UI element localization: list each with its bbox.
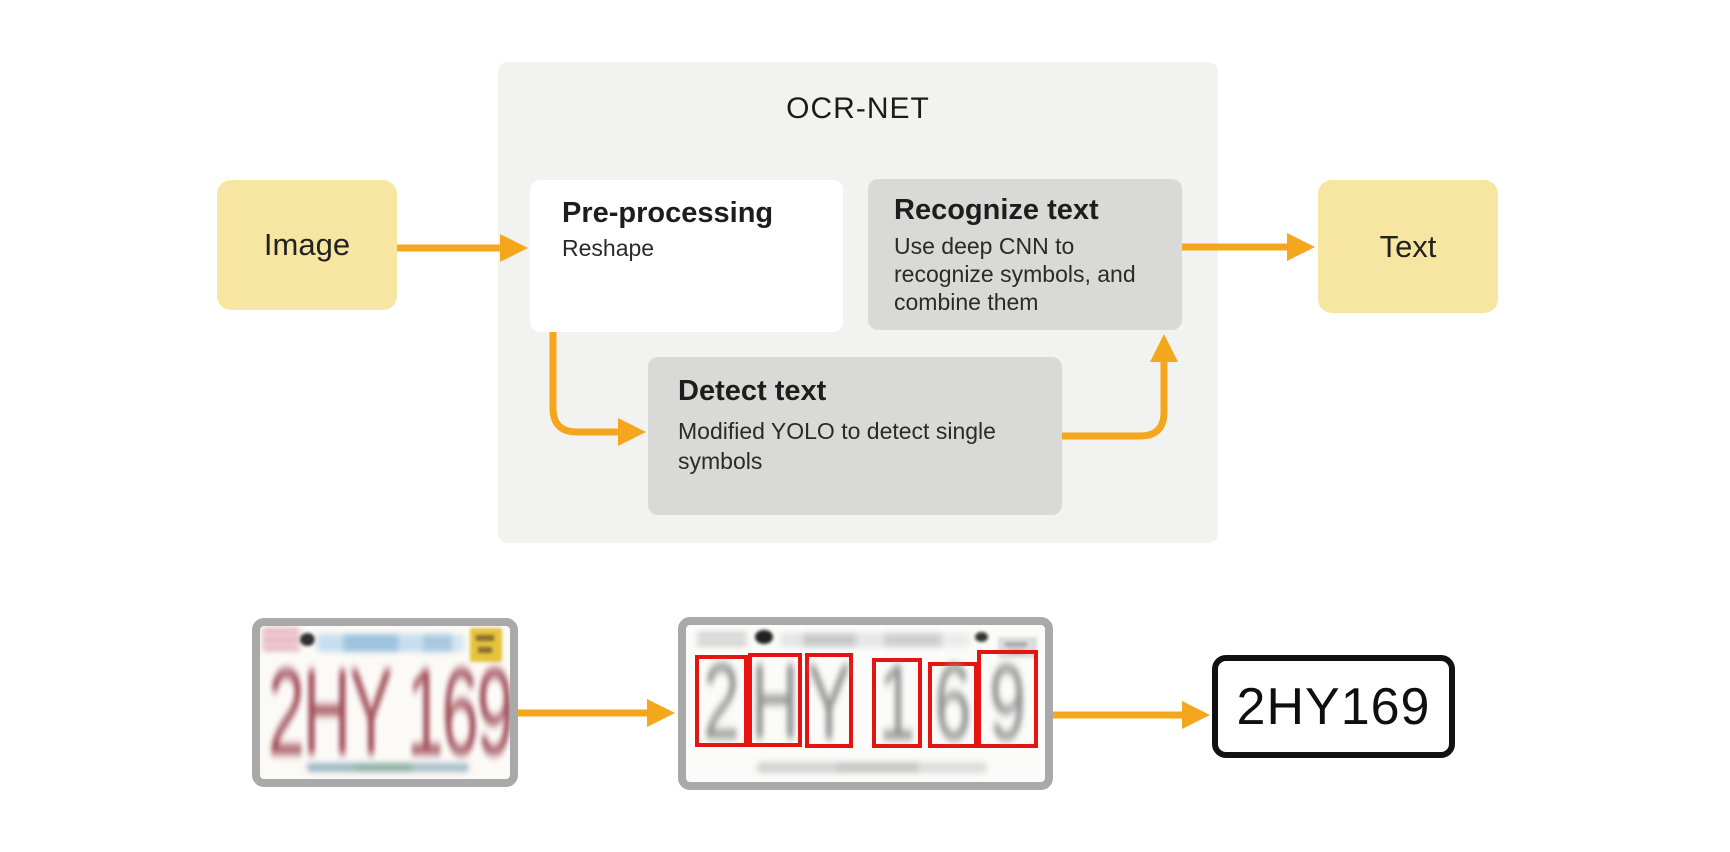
detected-char: 9 [989, 641, 1026, 762]
recognize-title: Recognize text [894, 194, 1099, 226]
plate-bottom-text-blur-gray [757, 762, 987, 773]
detection-box-char-1: 2 [695, 640, 748, 761]
detected-char: Y [806, 641, 852, 762]
input-plate-photo: 2HY 169 [252, 618, 518, 787]
detection-plate-photo: 2 H Y 1 6 9 [678, 617, 1053, 790]
preprocessing-subtitle: Reshape [562, 235, 655, 261]
detected-char: 2 [703, 640, 740, 761]
step-preprocessing-card: Pre-processing Reshape [530, 180, 843, 332]
step-recognize-card: Recognize text Use deep CNN to recognize… [868, 179, 1182, 330]
detection-box-char-4: 1 [872, 641, 922, 762]
sticker-mark [476, 635, 494, 641]
sticker-mark [478, 647, 492, 653]
plate-state-banner-blur-gray [780, 633, 970, 647]
plate-bolt-icon [755, 630, 773, 644]
plate-bolt-icon [975, 632, 988, 642]
step-detect-card: Detect text Modified YOLO to detect sing… [648, 357, 1062, 515]
plate-registration-text-blur [262, 628, 300, 651]
preprocessing-title: Pre-processing [562, 197, 774, 229]
detect-description: Modified YOLO to detect single symbols [678, 418, 996, 474]
plate-bolt-icon [300, 633, 315, 646]
detection-box-char-5: 6 [928, 641, 978, 762]
detected-char: 1 [878, 641, 916, 762]
detection-box-char-3: Y [805, 641, 853, 762]
recognized-text: 2HY169 [1236, 677, 1431, 736]
arrow-plate-to-detection [518, 699, 675, 727]
plate-number-text: 2HY 169 [268, 645, 512, 782]
input-image-label: Image [263, 227, 351, 262]
detection-box-char-2: H [748, 640, 802, 761]
recognized-text-box: 2HY169 [1212, 655, 1455, 758]
detected-char: H [751, 640, 799, 761]
sticker-mark [1005, 642, 1027, 647]
detect-title: Detect text [678, 375, 827, 407]
recognize-description: Use deep CNN to recognize symbols, and c… [894, 233, 1136, 315]
arrow-detection-to-result [1053, 701, 1210, 729]
input-image-node: Image [217, 180, 397, 310]
detection-box-char-6: 9 [977, 641, 1038, 762]
ocr-net-title: OCR-NET [786, 92, 930, 125]
plate-bottom-text-blur [307, 763, 469, 772]
plate-registration-sticker [470, 628, 502, 662]
plate-state-banner-blur [317, 634, 464, 652]
plate-registration-text-blur-gray [697, 632, 747, 647]
output-text-node: Text [1318, 180, 1498, 313]
output-text-label: Text [1379, 228, 1437, 264]
detected-char: 6 [934, 641, 972, 762]
